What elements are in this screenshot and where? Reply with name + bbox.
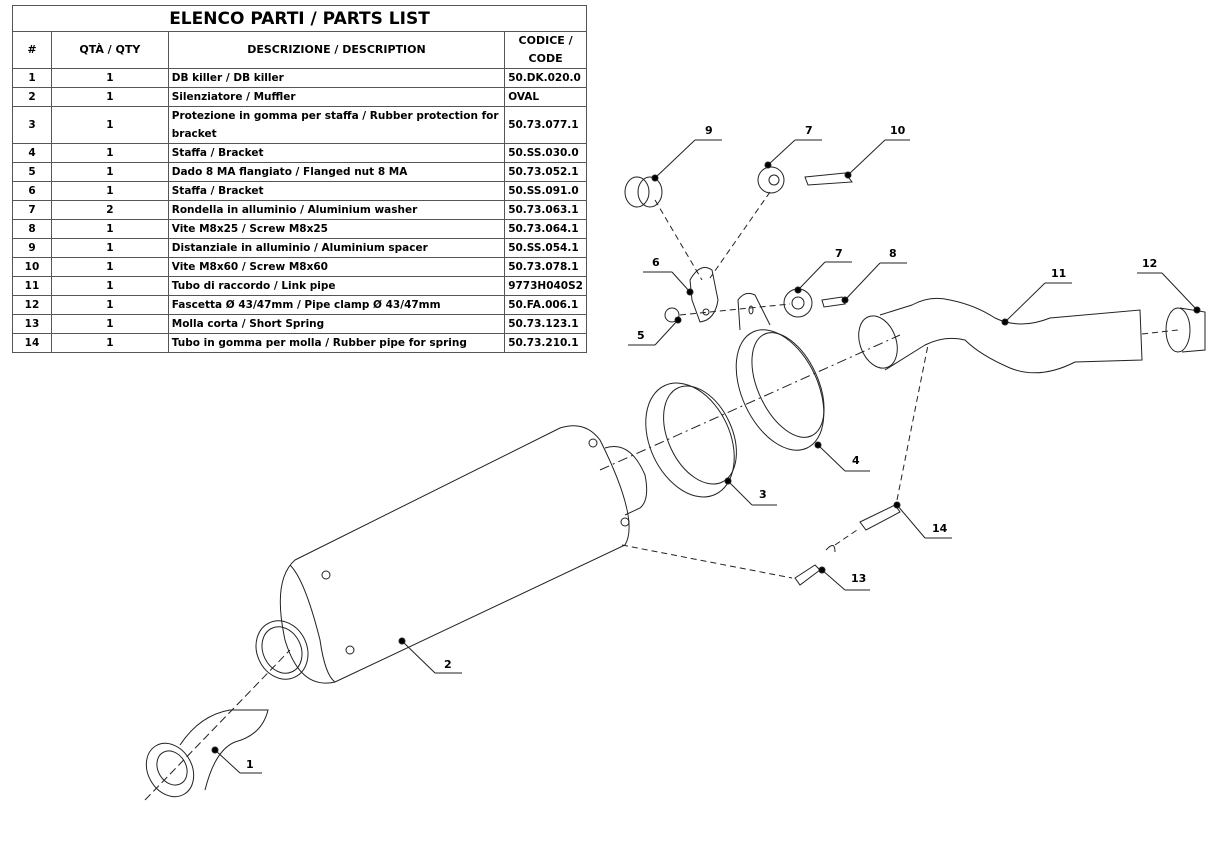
row-code: 50.73.210.1	[504, 333, 587, 353]
callout-13: 13	[851, 572, 866, 585]
table-title: ELENCO PARTI / PARTS LIST	[12, 5, 587, 32]
callouts	[211, 139, 1201, 774]
callout-4: 4	[852, 454, 860, 467]
callout-10: 10	[890, 124, 906, 137]
spring-and-rubber-pipe	[621, 344, 929, 586]
rubber-protection-part	[645, 382, 737, 498]
callout-1: 1	[246, 758, 254, 771]
bracket-4-part	[735, 292, 825, 451]
callout-3: 3	[759, 488, 767, 501]
parts-list-table: ELENCO PARTI / PARTS LIST # QTÀ / QTY DE…	[12, 5, 587, 353]
callout-5: 5	[637, 329, 645, 342]
row-qty: 1	[50, 106, 169, 144]
flanged-nut-part	[664, 307, 680, 323]
row-description: Tubo di raccordo / Link pipe	[167, 276, 506, 296]
row-number: 9	[12, 238, 52, 258]
muffler-part	[255, 425, 648, 684]
bracket-6-part	[689, 267, 719, 323]
washer-7a-part	[757, 166, 785, 194]
callout-6: 6	[652, 256, 660, 269]
row-number: 14	[12, 333, 52, 353]
row-code: 50.73.077.1	[504, 106, 587, 144]
centerline-main	[599, 334, 901, 471]
callout-12: 12	[1142, 257, 1157, 270]
row-code: 50.SS.091.0	[504, 181, 587, 201]
centerline-1	[144, 649, 291, 801]
callout-7b: 7	[835, 247, 843, 260]
pipe-clamp-part	[1141, 307, 1206, 353]
short-spring-part	[794, 564, 821, 586]
callout-9: 9	[705, 124, 713, 137]
db-killer-part	[145, 709, 269, 798]
row-code: 9773H040S2	[504, 276, 587, 296]
row-code: 50.73.063.1	[504, 200, 587, 220]
small-hardware	[624, 166, 853, 323]
link-pipe-part	[858, 297, 1143, 374]
col-header-number: #	[12, 31, 52, 69]
row-code: 50.DK.020.0	[504, 68, 587, 88]
row-number: 2	[12, 87, 52, 107]
col-header-code: CODICE / CODE	[504, 31, 587, 69]
rubber-pipe-part	[859, 504, 901, 531]
row-description: Vite M8x25 / Screw M8x25	[167, 219, 506, 239]
callout-14: 14	[932, 522, 948, 535]
spacer-part	[624, 176, 650, 208]
callout-7a: 7	[805, 124, 813, 137]
row-description: Fascetta Ø 43/47mm / Pipe clamp Ø 43/47m…	[167, 295, 506, 315]
callout-2: 2	[444, 658, 452, 671]
screw-m8x25-part	[821, 296, 846, 308]
screw-m8x60-part	[804, 172, 853, 186]
callout-8: 8	[889, 247, 897, 260]
row-code: 50.73.078.1	[504, 257, 587, 277]
callout-11: 11	[1051, 267, 1066, 280]
row-description: Tubo in gomma per molla / Rubber pipe fo…	[167, 333, 506, 353]
